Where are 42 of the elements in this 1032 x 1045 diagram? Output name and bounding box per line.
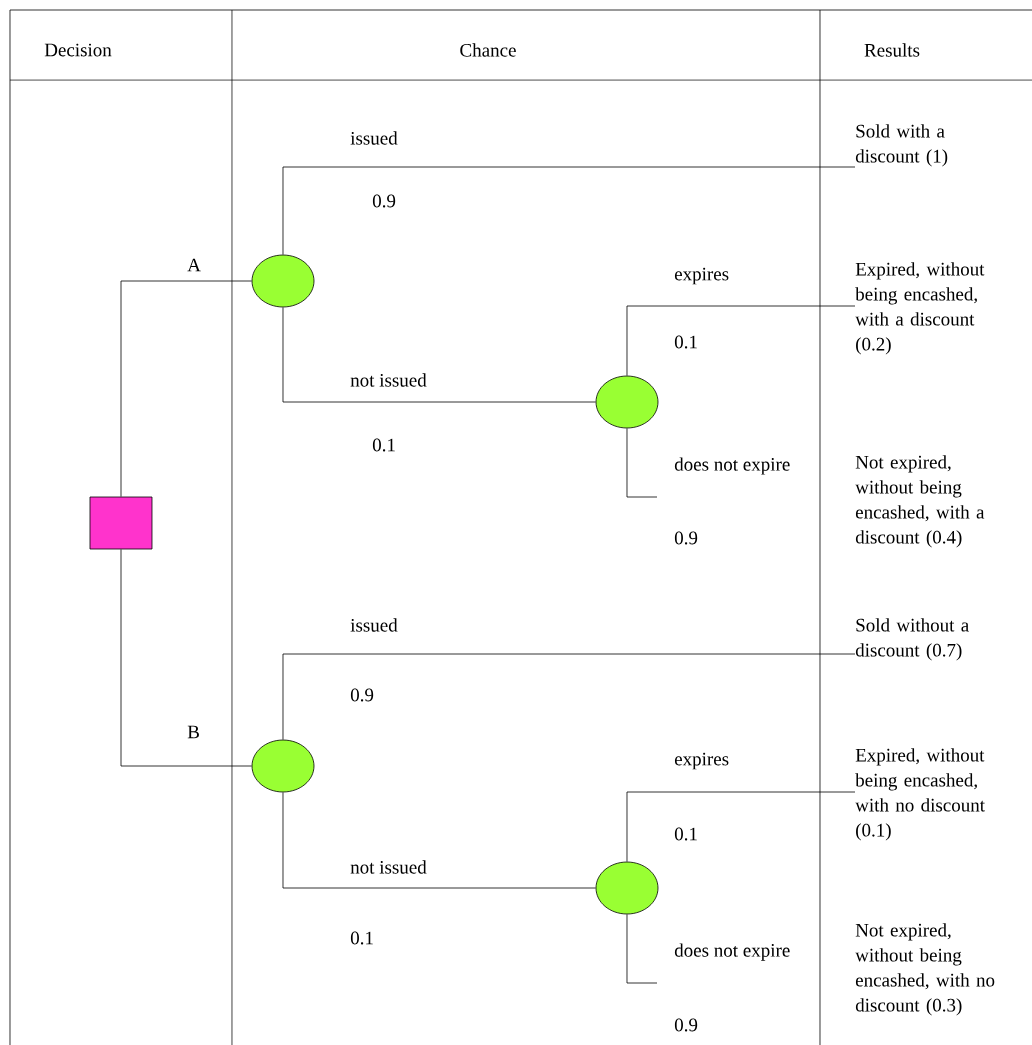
result-text: Not expired, without being encashed, with a discount (0.4) (855, 455, 985, 548)
probability-label: 0.1 (372, 438, 395, 452)
probability-label: 0.9 (674, 531, 698, 545)
branch-label: expires (673, 266, 731, 286)
branch-label: expires (673, 751, 731, 771)
branch-line (282, 653, 856, 740)
branch-line (282, 307, 596, 403)
branch-label: A (186, 257, 202, 273)
branch-label: does not expire (673, 942, 792, 962)
branch-line (626, 305, 856, 376)
probability-label: 0.1 (674, 827, 697, 841)
probability-label: 0.9 (350, 688, 374, 702)
chance-node (595, 861, 659, 915)
probability-label: 0.9 (674, 1018, 698, 1032)
probability-label: 0.9 (372, 194, 396, 208)
probability-label: 0.1 (674, 335, 697, 349)
branch-label: does not expire (673, 456, 792, 476)
column-header: Chance (460, 43, 516, 57)
branch-line (626, 914, 658, 984)
branch-line (282, 792, 596, 889)
branch-label: not issued (349, 372, 428, 388)
branch-line (626, 428, 658, 498)
branch-label: issued (349, 617, 399, 633)
branch-line (120, 549, 252, 767)
branch-line (120, 280, 252, 497)
chance-node (595, 375, 659, 429)
branch-label: not issued (349, 859, 428, 875)
result-text: Not expired, without being encashed, with no discount (0.3) (855, 923, 995, 1016)
result-text: Expired, without being encashed, with no discount (0.1) (855, 748, 985, 841)
column-header: Results (864, 43, 920, 57)
chance-node (251, 254, 315, 308)
result-text: Sold with a discount (1) (855, 124, 948, 167)
branch-label: issued (349, 130, 399, 146)
result-text: Sold without a discount (0.7) (855, 618, 969, 661)
column-header: Decision (44, 43, 112, 57)
decision-node (89, 496, 153, 550)
probability-label: 0.1 (350, 931, 373, 945)
result-text: Expired, without being encashed, with a discount (0.2) (855, 262, 985, 355)
branch-label: B (186, 724, 201, 740)
branch-line (282, 166, 856, 255)
branch-line (626, 791, 856, 862)
chance-node (251, 739, 315, 793)
